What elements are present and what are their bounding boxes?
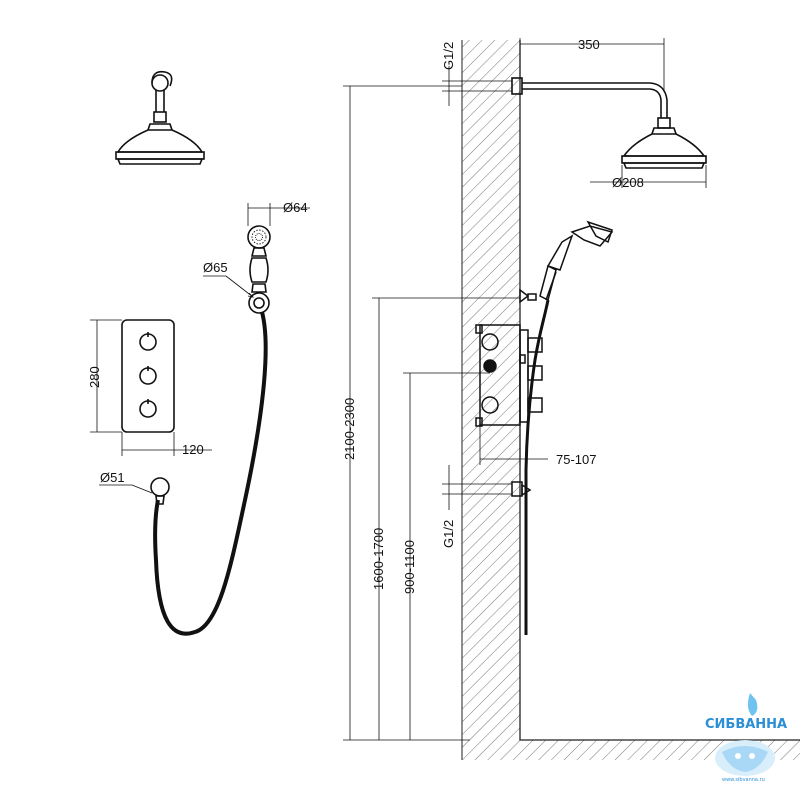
label-holder-height: 1600-1700 xyxy=(371,528,386,590)
label-head-diameter: Ø208 xyxy=(612,175,644,190)
dim-bottom-thread xyxy=(442,465,512,510)
wall-outlet-side-view xyxy=(511,481,532,497)
label-head-height: 2100-2300 xyxy=(342,398,357,460)
shower-arm-side-view xyxy=(511,77,668,118)
dim-outlet-diameter xyxy=(99,484,153,494)
label-valve-height: 900-1100 xyxy=(402,540,417,594)
handle-bracket xyxy=(248,292,270,314)
label-panel-width: 120 xyxy=(182,442,204,457)
dim-arm-length xyxy=(519,38,665,92)
hand-shower-face xyxy=(247,225,271,249)
logo-brand-text: СИБВАННА xyxy=(705,717,787,732)
shower-head-side-view xyxy=(621,117,707,169)
thermostat-panel-front-view xyxy=(121,319,175,433)
label-hand-shower-diameter: Ø64 xyxy=(283,200,308,215)
dim-valve-height xyxy=(403,372,490,740)
dim-holder-height xyxy=(372,297,520,740)
dim-depth-range xyxy=(479,425,548,465)
brand-logo: СИБВАННА www.sibvanna.ru xyxy=(705,693,787,783)
shower-head-front-view xyxy=(115,70,205,165)
panel-plate xyxy=(121,319,175,433)
wall-face-line xyxy=(519,40,800,741)
dim-panel-width xyxy=(121,432,212,456)
label-depth-range: 75-107 xyxy=(556,452,596,467)
label-handle-diameter: Ø65 xyxy=(203,260,228,275)
dim-hand-shower-diameter xyxy=(247,203,310,226)
label-top-thread: G1/2 xyxy=(441,42,456,70)
dim-handle-diameter xyxy=(203,275,255,298)
hose-side-view xyxy=(524,299,550,635)
dim-head-diameter xyxy=(590,165,707,188)
wall-outlet-front-view xyxy=(150,477,170,505)
wall-hatch xyxy=(462,40,520,740)
hand-shower-side-view xyxy=(519,220,614,304)
valve-body-side-view xyxy=(475,324,543,427)
hand-shower-hose xyxy=(153,311,268,636)
label-arm-length: 350 xyxy=(578,37,600,52)
label-panel-height: 280 xyxy=(87,366,102,388)
hand-shower-front-view xyxy=(247,225,271,314)
dim-head-height xyxy=(343,85,470,741)
label-bottom-thread: G1/2 xyxy=(441,520,456,548)
logo-url-text: www.sibvanna.ru xyxy=(722,777,765,783)
label-outlet-diameter: Ø51 xyxy=(100,470,125,485)
dim-panel-height xyxy=(90,319,122,433)
